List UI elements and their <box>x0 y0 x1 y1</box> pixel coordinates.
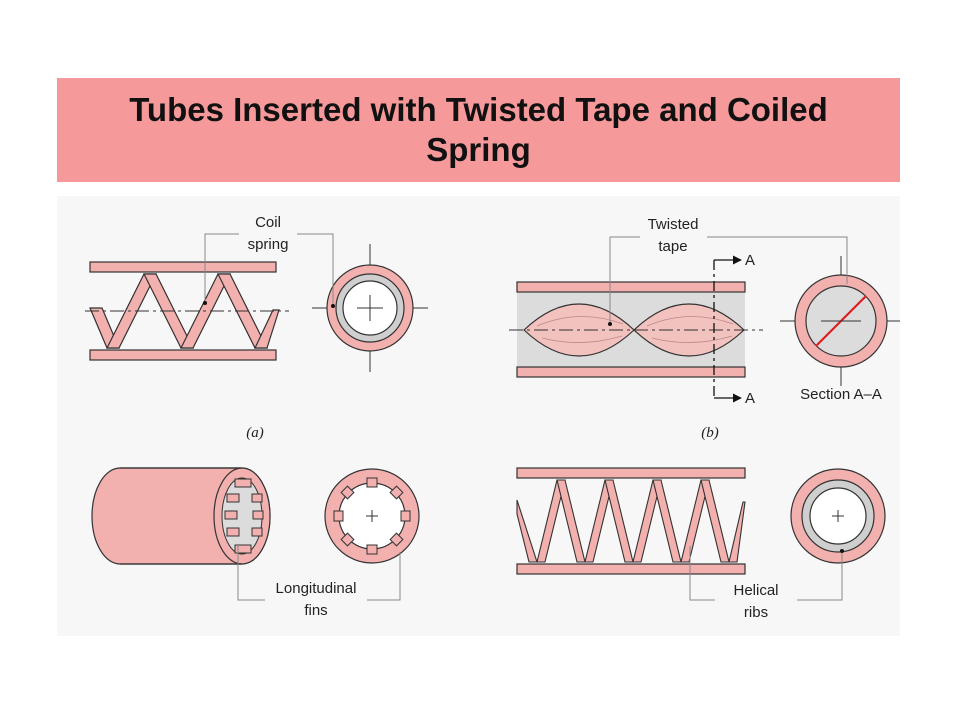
twisted-tape-section-view <box>780 256 900 386</box>
helical-ribs-side-view <box>516 467 746 575</box>
section-marker-top: A <box>745 252 755 269</box>
longitudinal-fins-label-line2: fins <box>304 602 327 619</box>
coil-spring-side-view <box>85 261 289 361</box>
helical-ribs-label-line1: Helical <box>733 582 778 599</box>
finned-tube-3d <box>91 467 271 565</box>
caption-b: (b) <box>701 425 719 441</box>
coil-spring-label-line1: Coil <box>255 214 281 231</box>
helical-ribs-end-view <box>790 468 886 564</box>
helical-ribs-callout: Helical ribs <box>689 546 843 621</box>
helical-ribs-label-line2: ribs <box>744 604 768 621</box>
internal-fins <box>224 478 264 554</box>
slide-title: Tubes Inserted with Twisted Tape and Coi… <box>129 91 828 168</box>
longitudinal-fins-callout: Longitudinal fins <box>237 544 401 619</box>
finned-tube-end-view <box>324 468 420 564</box>
fin-notches <box>333 477 411 555</box>
twisted-tape-side-view: A A <box>509 252 763 407</box>
twisted-tape-callout: Twisted tape Section A–A <box>608 216 882 403</box>
twisted-tape-label-line2: tape <box>658 238 687 255</box>
helical-rib-turns <box>516 479 746 563</box>
tube-inserts-diagram: Coil spring (a) A A Twisted tape <box>85 214 900 621</box>
coil-spring-label-line2: spring <box>248 236 289 253</box>
longitudinal-fins-label-line1: Longitudinal <box>276 580 357 597</box>
caption-a: (a) <box>246 425 264 441</box>
twisted-tape-label-line1: Twisted <box>648 216 699 233</box>
figure-panel: Coil spring (a) A A Twisted tape <box>57 196 900 636</box>
coil-spring-callout: Coil spring <box>203 214 335 308</box>
coil-spring-end-view <box>312 244 428 372</box>
section-marker-bottom: A <box>745 390 755 407</box>
title-banner: Tubes Inserted with Twisted Tape and Coi… <box>57 78 900 182</box>
section-label: Section A–A <box>800 386 882 403</box>
